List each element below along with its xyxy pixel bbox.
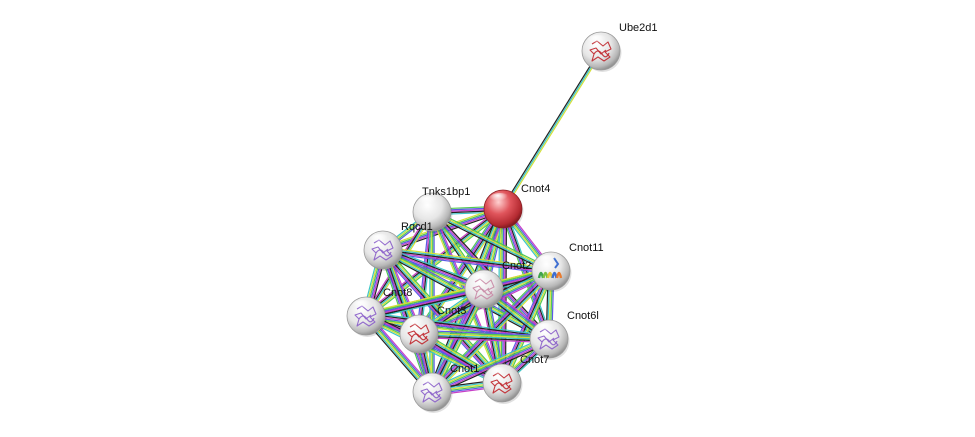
node-label: Cnot1 [450, 363, 479, 375]
node-label: Cnot11 [569, 242, 604, 254]
edge-strand [366, 289, 485, 318]
edge-strand [366, 311, 550, 337]
edge-strand [432, 209, 553, 270]
edge-strand [365, 287, 484, 316]
node-highlight [537, 255, 559, 267]
edge-strand [430, 213, 551, 274]
node-label: Cnot6l [567, 310, 599, 322]
node-label: Rqcd1 [401, 221, 433, 233]
node-cnot2[interactable]: Cnot2 [464, 260, 531, 310]
edge-strand [420, 212, 435, 335]
edge-strand [366, 290, 485, 319]
node-tnks1bp1[interactable]: Tnks1bp1 [412, 186, 470, 233]
edge-strand [430, 335, 548, 390]
edge-strand [419, 331, 550, 338]
node-highlight [418, 196, 440, 208]
edge-strand [365, 286, 484, 315]
node-highlight [369, 234, 391, 246]
edge-strand [432, 339, 550, 394]
node-cnot6l[interactable]: Cnot6l [529, 310, 599, 360]
edge-rqcd1-cnot11[interactable] [382, 246, 552, 275]
node-cnot1[interactable]: Cnot1 [412, 363, 479, 413]
node-cnot7[interactable]: Cnot7 [482, 354, 549, 404]
edge-tnks1bp1-cnot11[interactable] [430, 209, 553, 274]
node-highlight [535, 323, 557, 335]
node-cnot8[interactable]: Cnot8 [346, 287, 412, 337]
edge-strand [366, 209, 505, 318]
edge-strand [383, 246, 552, 269]
edge-strand [419, 329, 550, 337]
edge-strand [430, 336, 549, 391]
edge-strand [385, 247, 506, 382]
edge-strand [365, 285, 484, 314]
node-label: Cnot7 [520, 354, 549, 366]
node-highlight [488, 367, 510, 379]
node-label: Cnot4 [521, 183, 550, 195]
node-highlight [405, 318, 427, 330]
edge-strand [434, 290, 488, 394]
edge-strand [418, 334, 549, 341]
node-highlight [352, 300, 374, 312]
node-label: Ube2d1 [619, 22, 658, 34]
edge-strand [432, 210, 552, 271]
edge-strand [499, 269, 550, 383]
node-label: Tnks1bp1 [422, 186, 470, 198]
edge-ube2d1-cnot4[interactable] [501, 49, 603, 211]
node-label: Cnot8 [383, 287, 412, 299]
node-label: Cnot2 [502, 260, 531, 272]
edge-strand [382, 250, 551, 273]
edge-strand [366, 212, 434, 317]
node-highlight [489, 193, 511, 205]
node-cnot11[interactable]: Cnot11 [531, 242, 604, 292]
edge-strand [367, 210, 506, 319]
node-ube2d1[interactable]: Ube2d1 [581, 22, 658, 72]
edge-strand [431, 212, 551, 273]
edge-strand [383, 248, 552, 271]
edge-strand [382, 252, 551, 275]
edge-cnot2-cnot8[interactable] [365, 285, 485, 320]
edge-strand [382, 249, 552, 272]
edge-strand [431, 337, 549, 392]
edge-strand [503, 51, 603, 211]
edge-strand [428, 207, 501, 391]
edge-strand [366, 313, 550, 338]
edge-strand [418, 336, 549, 344]
edge-strand [501, 49, 601, 209]
structure-helix-color-icon [537, 257, 563, 279]
node-label: Cnot3 [437, 305, 466, 317]
node-cnot3[interactable]: Cnot3 [399, 305, 466, 355]
edge-strand [383, 211, 505, 254]
node-highlight [470, 273, 492, 285]
edge-strand [502, 50, 602, 210]
edge-strand [418, 335, 549, 342]
edge-strand [419, 332, 550, 339]
edge-cnot3-cnot6l[interactable] [418, 329, 550, 344]
node-rqcd1[interactable]: Rqcd1 [363, 221, 433, 271]
node-highlight [587, 35, 609, 47]
edge-strand [500, 270, 551, 383]
node-highlight [418, 376, 440, 388]
node-cnot4[interactable]: Cnot4 [483, 183, 550, 230]
